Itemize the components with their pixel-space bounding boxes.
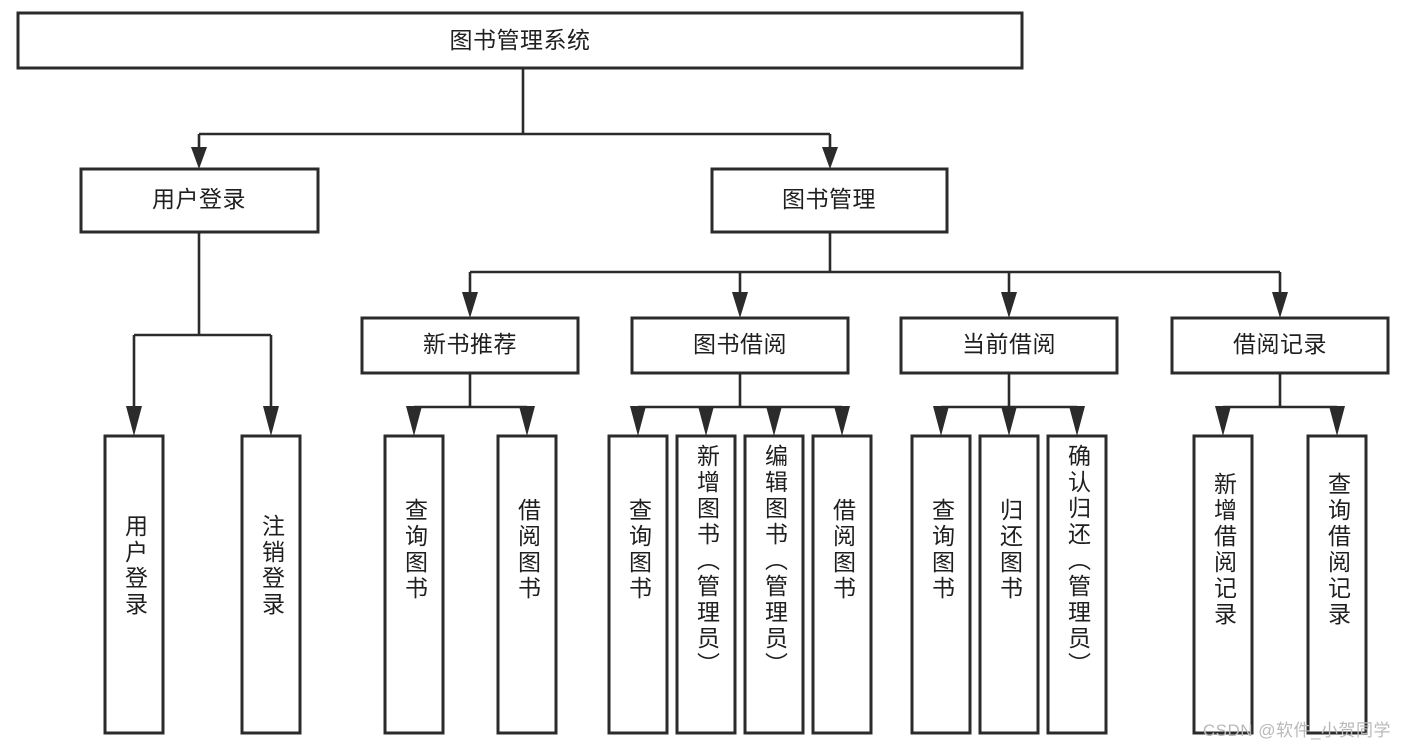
arrow-leaf-new-book-2 <box>519 406 535 436</box>
node-book-borrow-label: 图书借阅 <box>693 331 787 357</box>
node-book-management-label: 图书管理 <box>782 186 876 212</box>
node-root-label: 图书管理系统 <box>450 27 591 53</box>
arrow-leaf-borrow-record-2 <box>1329 406 1345 436</box>
leaf-box-user-login-2[interactable] <box>240 434 302 735</box>
arrow-leaf-user-login-1 <box>126 406 142 436</box>
node-borrow-record[interactable]: 借阅记录 <box>1170 316 1390 375</box>
arrow-leaf-book-borrow-3 <box>766 406 782 436</box>
arrow-leaf-book-borrow-4 <box>834 406 850 436</box>
arrow-to-user-login <box>191 147 207 169</box>
node-new-book-recommend[interactable]: 新书推荐 <box>360 316 580 375</box>
leaf-box-book-borrow-3[interactable] <box>743 434 805 735</box>
node-user-login[interactable]: 用户登录 <box>79 167 320 234</box>
node-current-borrow[interactable]: 当前借阅 <box>899 316 1119 375</box>
arrow-leaf-book-borrow-1 <box>630 406 646 436</box>
node-book-management[interactable]: 图书管理 <box>710 167 949 234</box>
arrow-leaf-current-borrow-3 <box>1069 406 1085 436</box>
arrow-leaf-borrow-record-1 <box>1215 406 1231 436</box>
node-root[interactable]: 图书管理系统 <box>16 11 1024 70</box>
connector-layer <box>126 68 1345 436</box>
arrow-to-current-borrow <box>1001 292 1017 318</box>
leaf-box-current-borrow-2[interactable] <box>978 434 1040 735</box>
leaf-box-new-book-2[interactable] <box>496 434 558 735</box>
leaf-box-current-borrow-3[interactable] <box>1046 434 1108 735</box>
node-new-book-recommend-box[interactable] <box>360 316 580 375</box>
node-user-login-box[interactable] <box>79 167 320 234</box>
node-current-borrow-box[interactable] <box>899 316 1119 375</box>
arrow-leaf-current-borrow-2 <box>1001 406 1017 436</box>
arrow-leaf-user-login-2 <box>263 406 279 436</box>
node-user-login-label: 用户登录 <box>152 186 246 212</box>
node-book-borrow-box[interactable] <box>630 316 850 375</box>
leaf-box-book-borrow-1[interactable] <box>607 434 669 735</box>
leaf-box-book-borrow-2[interactable] <box>675 434 737 735</box>
node-book-borrow[interactable]: 图书借阅 <box>630 316 850 375</box>
node-borrow-record-box[interactable] <box>1170 316 1390 375</box>
node-current-borrow-label: 当前借阅 <box>962 331 1056 357</box>
arrow-to-borrow-record <box>1272 292 1288 318</box>
node-borrow-record-label: 借阅记录 <box>1233 331 1327 357</box>
leaf-box-borrow-record-1[interactable] <box>1192 434 1254 735</box>
node-book-management-box[interactable] <box>710 167 949 234</box>
arrow-to-new-book <box>462 292 478 318</box>
node-new-book-recommend-label: 新书推荐 <box>423 331 517 357</box>
arrow-leaf-book-borrow-2 <box>698 406 714 436</box>
leaf-box-book-borrow-4[interactable] <box>811 434 873 735</box>
arrow-leaf-new-book-1 <box>406 406 422 436</box>
arrow-to-book-mgmt <box>822 147 838 169</box>
arrow-leaf-current-borrow-1 <box>933 406 949 436</box>
node-root-box[interactable] <box>16 11 1024 70</box>
leaf-box-user-login-1[interactable] <box>103 434 165 735</box>
leaf-box-new-book-1[interactable] <box>383 434 445 735</box>
leaf-boxes-layer <box>103 434 1368 735</box>
leaf-box-borrow-record-2[interactable] <box>1306 434 1368 735</box>
leaf-box-current-borrow-1[interactable] <box>910 434 972 735</box>
arrow-to-book-borrow <box>732 292 748 318</box>
